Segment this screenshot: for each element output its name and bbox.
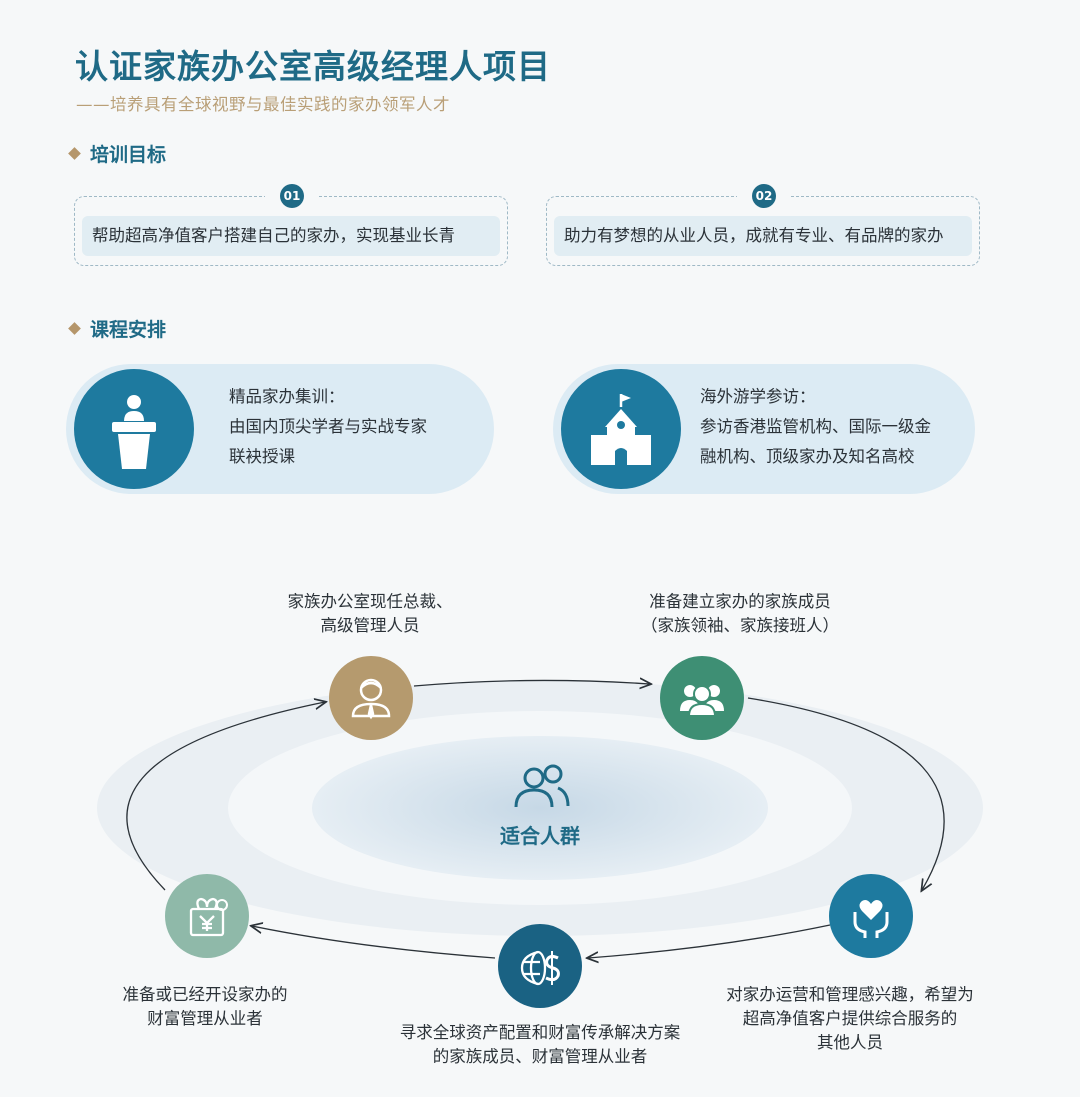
center-label: 适合人群 (500, 824, 580, 848)
flow-arrow (126, 702, 325, 891)
section-heading-text: 课程安排 (90, 319, 167, 341)
section-heading-course: 课程安排 (68, 315, 167, 342)
goal-number-badge: 02 (752, 184, 776, 208)
flow-arrow (588, 924, 831, 958)
goal-text: 助力有梦想的从业人员，成就有专业、有品牌的家办 (554, 216, 972, 256)
audience-label-5: 准备或已经开设家办的 财富管理从业者 (122, 985, 288, 1028)
heart-hands-icon (829, 874, 913, 958)
goal-text: 帮助超高净值客户搭建自己的家办，实现基业长青 (82, 216, 500, 256)
page-subtitle: ——培养具有全球视野与最佳实践的家办领军人才 (76, 95, 450, 114)
podium-icon (74, 369, 194, 489)
family-group-icon (660, 656, 744, 740)
page-title: 认证家族办公室高级经理人项目 (75, 47, 551, 86)
yen-gift-icon (165, 874, 249, 958)
course-line: 由国内顶尖学者与实战专家 (229, 417, 427, 436)
course-card-overseas: 海外游学参访： 参访香港监管机构、国际一级金 融机构、顶级家办及知名高校 (553, 364, 975, 494)
audience-label-1: 家族办公室现任总裁、 高级管理人员 (287, 592, 453, 635)
course-line: 联袂授课 (229, 447, 295, 466)
diamond-bullet-icon (68, 322, 81, 335)
goal-box-2: 02 助力有梦想的从业人员，成就有专业、有品牌的家办 (546, 184, 980, 266)
course-card-training: 精品家办集训： 由国内顶尖学者与实战专家 联袂授课 (66, 364, 494, 494)
course-line: 精品家办集训： (229, 387, 345, 406)
audience-label-3: 对家办运营和管理感兴趣，希望为 超高净值客户提供综合服务的 其他人员 (726, 985, 974, 1052)
flow-arrow (252, 926, 496, 959)
goal-box-1: 01 帮助超高净值客户搭建自己的家办，实现基业长青 (74, 184, 508, 266)
course-line: 海外游学参访： (700, 387, 816, 406)
school-building-icon (561, 369, 681, 489)
audience-label-2: 准备建立家办的家族成员 （家族领袖、家族接班人） (641, 592, 839, 635)
course-line: 融机构、顶级家办及知名高校 (700, 447, 915, 466)
section-heading-training-goals: 培训目标 (68, 140, 167, 167)
inner-ring-ellipse (312, 736, 768, 880)
flow-arrow (413, 680, 650, 686)
audience-label-4: 寻求全球资产配置和财富传承解决方案 的家族成员、财富管理从业者 (399, 1023, 681, 1066)
course-line: 参访香港监管机构、国际一级金 (700, 417, 931, 436)
executive-icon (329, 656, 413, 740)
global-dollar-icon (498, 924, 582, 1008)
people-icon (514, 764, 570, 808)
flow-arrow (747, 697, 945, 890)
diamond-bullet-icon (68, 147, 81, 160)
goal-number-badge: 01 (280, 184, 304, 208)
section-heading-text: 培训目标 (90, 144, 167, 166)
audience-ring (97, 640, 983, 980)
